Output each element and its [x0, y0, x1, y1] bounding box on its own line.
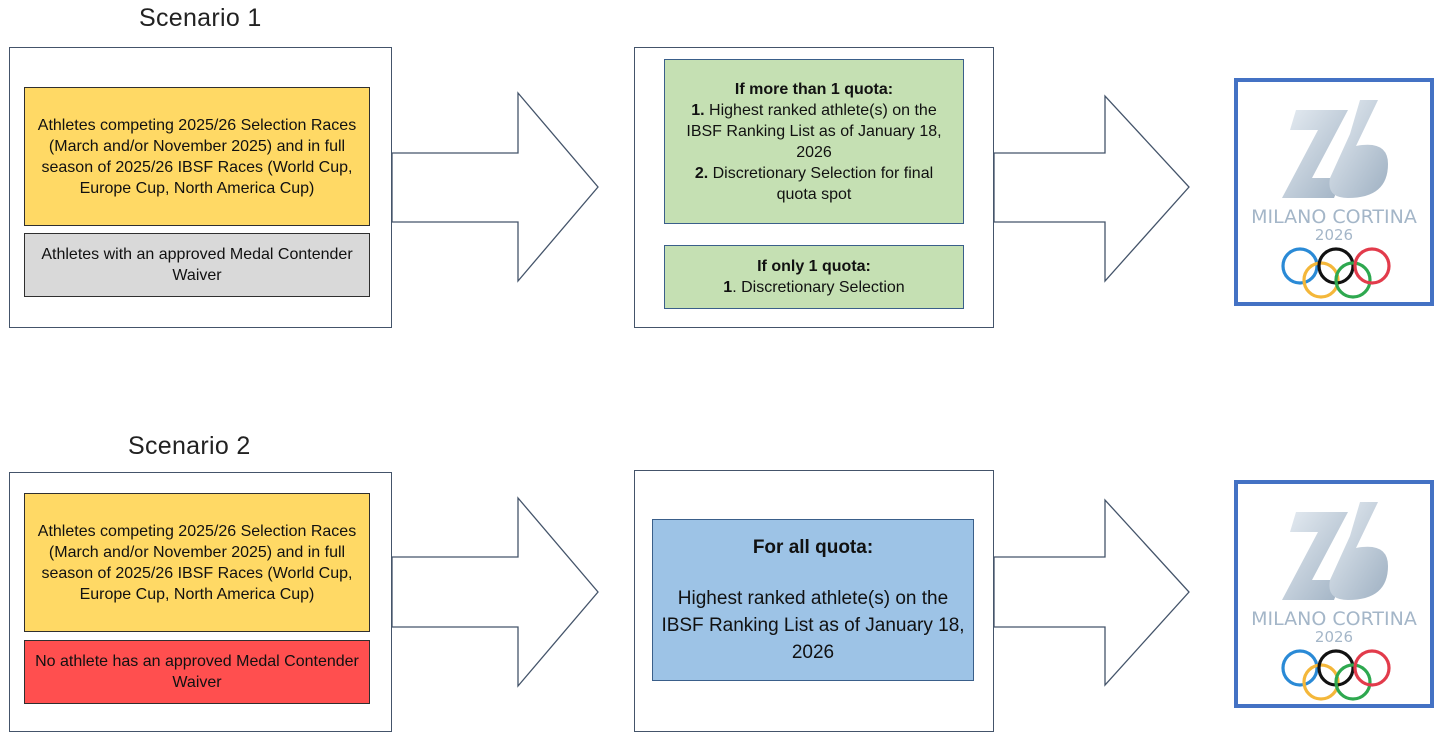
- s1-rule-multi-item-1-num: 1.: [691, 101, 705, 119]
- s1-rule-single-item-1: 1. Discretionary Selection: [723, 277, 904, 298]
- scenario-2-title: Scenario 2: [128, 432, 251, 460]
- s2-rule-all-text: Highest ranked athlete(s) on the IBSF Ra…: [661, 588, 965, 663]
- s2-waiver-box: No athlete has an approved Medal Contend…: [24, 640, 370, 704]
- s2-eligibility-box: Athletes competing 2025/26 Selection Rac…: [24, 493, 370, 632]
- s1-arrow-right: [993, 94, 1190, 283]
- s1-rule-multi-item-1: 1. Highest ranked athlete(s) on the IBSF…: [673, 100, 955, 163]
- s1-rule-multi-quota: If more than 1 quota: 1. Highest ranked …: [664, 59, 964, 224]
- flow-arrows: [391, 91, 1190, 688]
- s2-milano-cortina-logo: MILANO CORTINA 2026: [1234, 480, 1434, 708]
- s2-rule-all-heading: For all quota:: [752, 537, 874, 558]
- s1-milano-cortina-logo: MILANO CORTINA 2026: [1234, 78, 1434, 306]
- s1-eligibility-box: Athletes competing 2025/26 Selection Rac…: [24, 87, 370, 226]
- s2-logo-name: MILANO CORTINA: [1251, 608, 1417, 630]
- s1-logo-name: MILANO CORTINA: [1251, 206, 1417, 228]
- s1-rule-single-item-1-num: 1: [723, 279, 733, 296]
- s2-arrow-left: [391, 496, 599, 688]
- s1-rule-multi-item-2-num: 2.: [694, 164, 709, 182]
- s1-logo-year: 2026: [1314, 226, 1354, 244]
- s2-rule-all-quota: For all quota: Highest ranked athlete(s)…: [652, 519, 974, 681]
- scenario-1-title: Scenario 1: [139, 4, 262, 32]
- s2-arrow-right: [993, 498, 1190, 687]
- s1-rule-single-quota: If only 1 quota: 1. Discretionary Select…: [664, 245, 964, 309]
- s2-logo-emblem-icon: [1281, 502, 1391, 701]
- s1-waiver-box: Athletes with an approved Medal Contende…: [24, 233, 370, 297]
- s1-rule-single-heading: If only 1 quota:: [757, 258, 871, 275]
- s1-rule-multi-item-2: 2. Discretionary Selection for final quo…: [673, 163, 955, 205]
- s1-rule-multi-heading: If more than 1 quota:: [734, 80, 894, 98]
- s1-rule-single-item-1-text: . Discretionary Selection: [732, 279, 905, 296]
- s1-logo-emblem-icon: [1281, 100, 1391, 299]
- s1-rule-multi-item-1-text: Highest ranked athlete(s) on the IBSF Ra…: [686, 101, 942, 161]
- s2-logo-year: 2026: [1314, 628, 1354, 646]
- s1-rule-multi-item-2-text: Discretionary Selection for final quota …: [708, 164, 934, 203]
- s1-arrow-left: [391, 91, 599, 283]
